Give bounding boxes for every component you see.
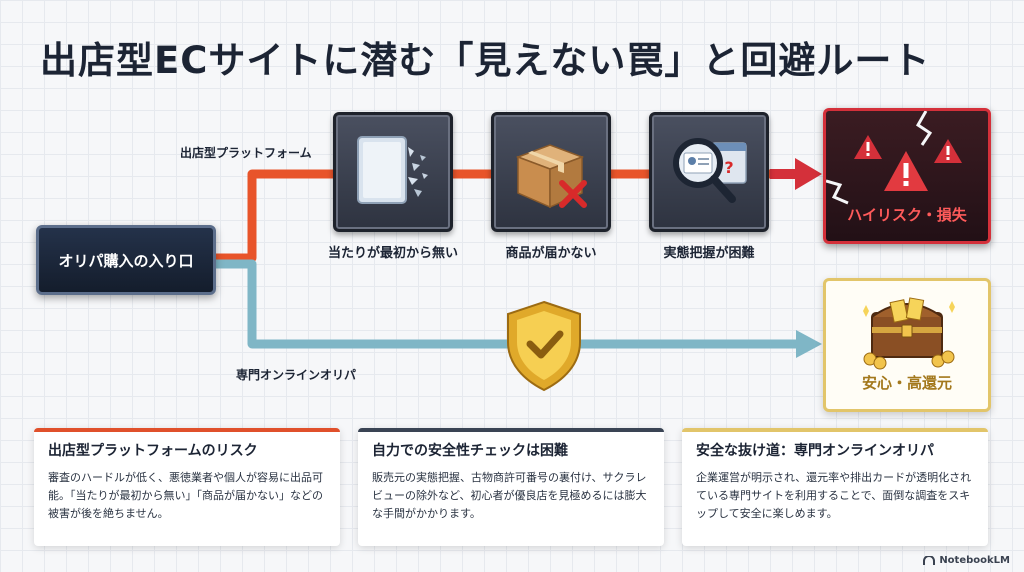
card-platform-risk: 出店型プラットフォームのリスク 審査のハードルが低く、悪徳業者や個人が容易に出品… [34,428,340,546]
brand-label: NotebookLM [939,555,1010,566]
step-node-no-winners [333,112,453,232]
safe-path-label: 専門オンラインオリパ [236,368,357,382]
step-node-not-delivered [491,112,611,232]
warning-triangle-icon [884,151,928,191]
step-label-hard-to-verify: 実態把握が困難 [663,246,755,261]
safe-arrow-head [796,330,822,358]
page-title: 出店型ECサイトに潜む「見えない罠」と回避ルート [40,39,931,82]
entry-label: オリパ購入の入り口 [58,251,194,270]
step-node-hard-to-verify: ? [649,112,769,232]
risk-path-label: 出店型プラットフォーム [180,146,312,160]
treasure-chest-icon [863,297,955,370]
magnifier-id-icon: ? [673,138,747,203]
card-body: 審査のハードルが低く、悪徳業者や個人が容易に出品可能。「当たりが最初から無い」「… [48,471,323,520]
risk-outcome-node: ハイリスク・損失 [823,108,991,244]
warning-icons-cracked [826,111,962,205]
risk-arrow-head [795,158,822,190]
shield-check-icon [507,300,581,392]
package-x-icon [515,144,587,209]
card-title: 自力での安全性チェックは困難 [372,443,568,459]
entry-node: オリパ購入の入り口 [36,225,216,295]
risk-arrow-shaft [770,169,800,179]
svg-text:?: ? [724,158,733,177]
card-title: 安全な抜け道：専門オンラインオリパ [696,443,934,459]
card-safety-check: 自力での安全性チェックは困難 販売元の実態把握、古物商許可番号の裏付け、サクラレ… [358,428,664,546]
card-safe-route: 安全な抜け道：専門オンラインオリパ 企業運営が明示され、還元率や排出カードが透明… [682,428,988,546]
shattered-card-icon [357,136,428,204]
step-label-no-winners: 当たりが最初から無い [327,246,458,261]
warning-triangle-icon [934,139,962,163]
card-body: 販売元の実態把握、古物商許可番号の裏付け、サクラレビューの除外など、初心者が優良… [372,471,647,520]
safe-outcome-label: 安心・高還元 [861,374,952,392]
card-body: 企業運営が明示され、還元率や排出カードが透明化されている専門サイトを利用すること… [696,471,972,520]
brand-mark: NotebookLM [923,555,1010,566]
notebooklm-logo-icon [923,555,936,565]
risk-outcome-label: ハイリスク・損失 [847,206,967,224]
step-label-not-delivered: 商品が届かない [505,246,597,261]
card-title: 出店型プラットフォームのリスク [48,443,258,459]
safe-outcome-node: 安心・高還元 [823,278,991,412]
warning-triangle-icon [854,135,882,159]
